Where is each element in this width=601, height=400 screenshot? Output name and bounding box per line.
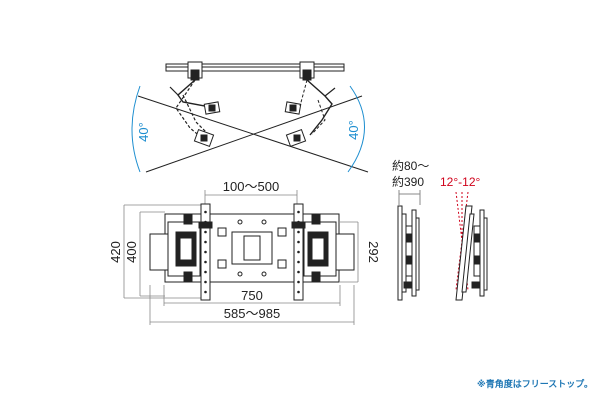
right-angle-arc [347, 85, 365, 173]
right-arm-dashed [311, 99, 326, 135]
angle-arcs [131, 85, 365, 173]
width-mid-label: 750 [241, 288, 263, 303]
depth-label-line2: 約390 [392, 174, 424, 189]
right-angle-label: 40° [346, 120, 361, 140]
left-angle-label: 40° [136, 122, 151, 142]
right-arm-solid [306, 79, 333, 136]
side-view-straight [397, 190, 421, 301]
front-view [123, 190, 359, 325]
height-outer-label: 420 [108, 241, 123, 263]
right-height-label: 292 [366, 241, 381, 263]
left-angle-arc [131, 85, 141, 173]
left-arm-dashed [175, 79, 203, 139]
height-inner-label: 400 [124, 241, 139, 263]
side-view-tilted [455, 191, 488, 301]
top-view [137, 61, 369, 173]
width-bottom-label: 585～985 [224, 306, 280, 321]
tv-line-right-rotated [145, 95, 363, 173]
width-top-label: 100～500 [223, 179, 279, 194]
tilt-label: 12°-12° [440, 175, 480, 189]
footnote: ※青角度はフリーストップ。 [476, 380, 593, 390]
depth-label-line1: 約80～ [392, 158, 429, 173]
